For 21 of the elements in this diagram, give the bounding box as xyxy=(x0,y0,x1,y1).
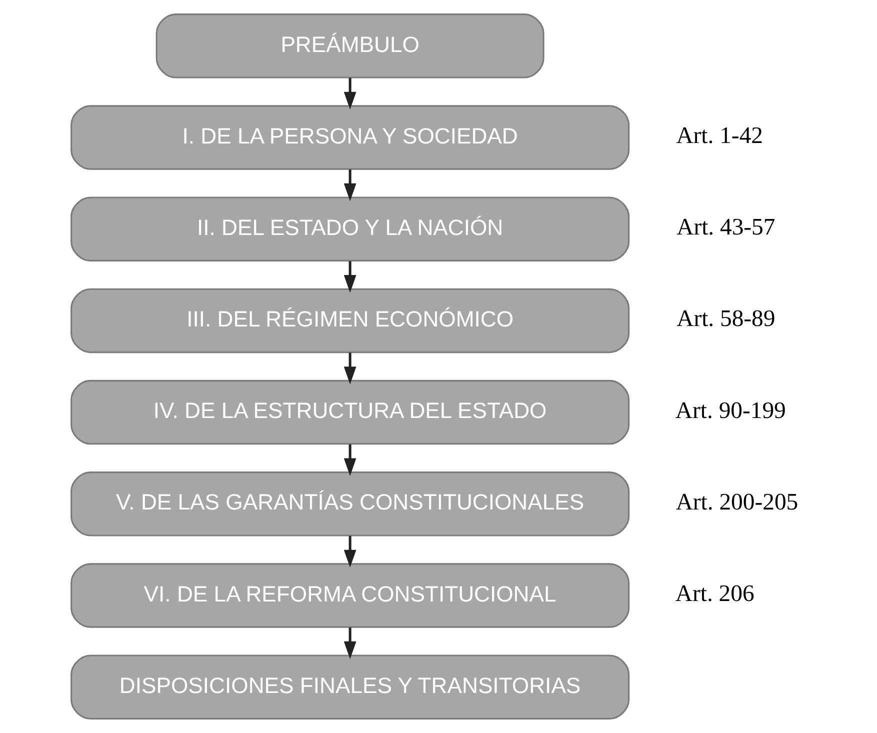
arrow xyxy=(344,352,356,384)
node-box: IV. DE LA ESTRUCTURA DEL ESTADO xyxy=(70,380,630,445)
arrow xyxy=(344,628,356,660)
node-box: I. DE LA PERSONA Y SOCIEDAD xyxy=(70,105,630,170)
node-box: VI. DE LA REFORMA CONSTITUCIONAL xyxy=(70,563,630,628)
node-box: V. DE LAS GARANTÍAS CONSTITUCIONALES xyxy=(70,472,630,536)
arrow xyxy=(344,261,356,293)
node-box: II. DEL ESTADO Y LA NACIÓN xyxy=(70,196,630,262)
node-label: Art. 90-199 xyxy=(675,398,786,424)
node-label: Art. 206 xyxy=(675,581,754,608)
node-box: III. DEL RÉGIMEN ECONÓMICO xyxy=(70,288,630,354)
arrow xyxy=(344,536,356,568)
node-label: Art. 58-89 xyxy=(676,306,776,332)
node-label: Art. 1-42 xyxy=(676,123,764,150)
node-box: PREÁMBULO xyxy=(156,14,544,78)
node-box: DISPOSICIONES FINALES Y TRANSITORIAS xyxy=(70,654,630,720)
arrow xyxy=(344,170,356,202)
arrow xyxy=(344,78,356,110)
node-label: Art. 43-57 xyxy=(676,214,776,241)
arrow xyxy=(344,444,356,476)
node-label: Art. 200-205 xyxy=(676,489,798,516)
